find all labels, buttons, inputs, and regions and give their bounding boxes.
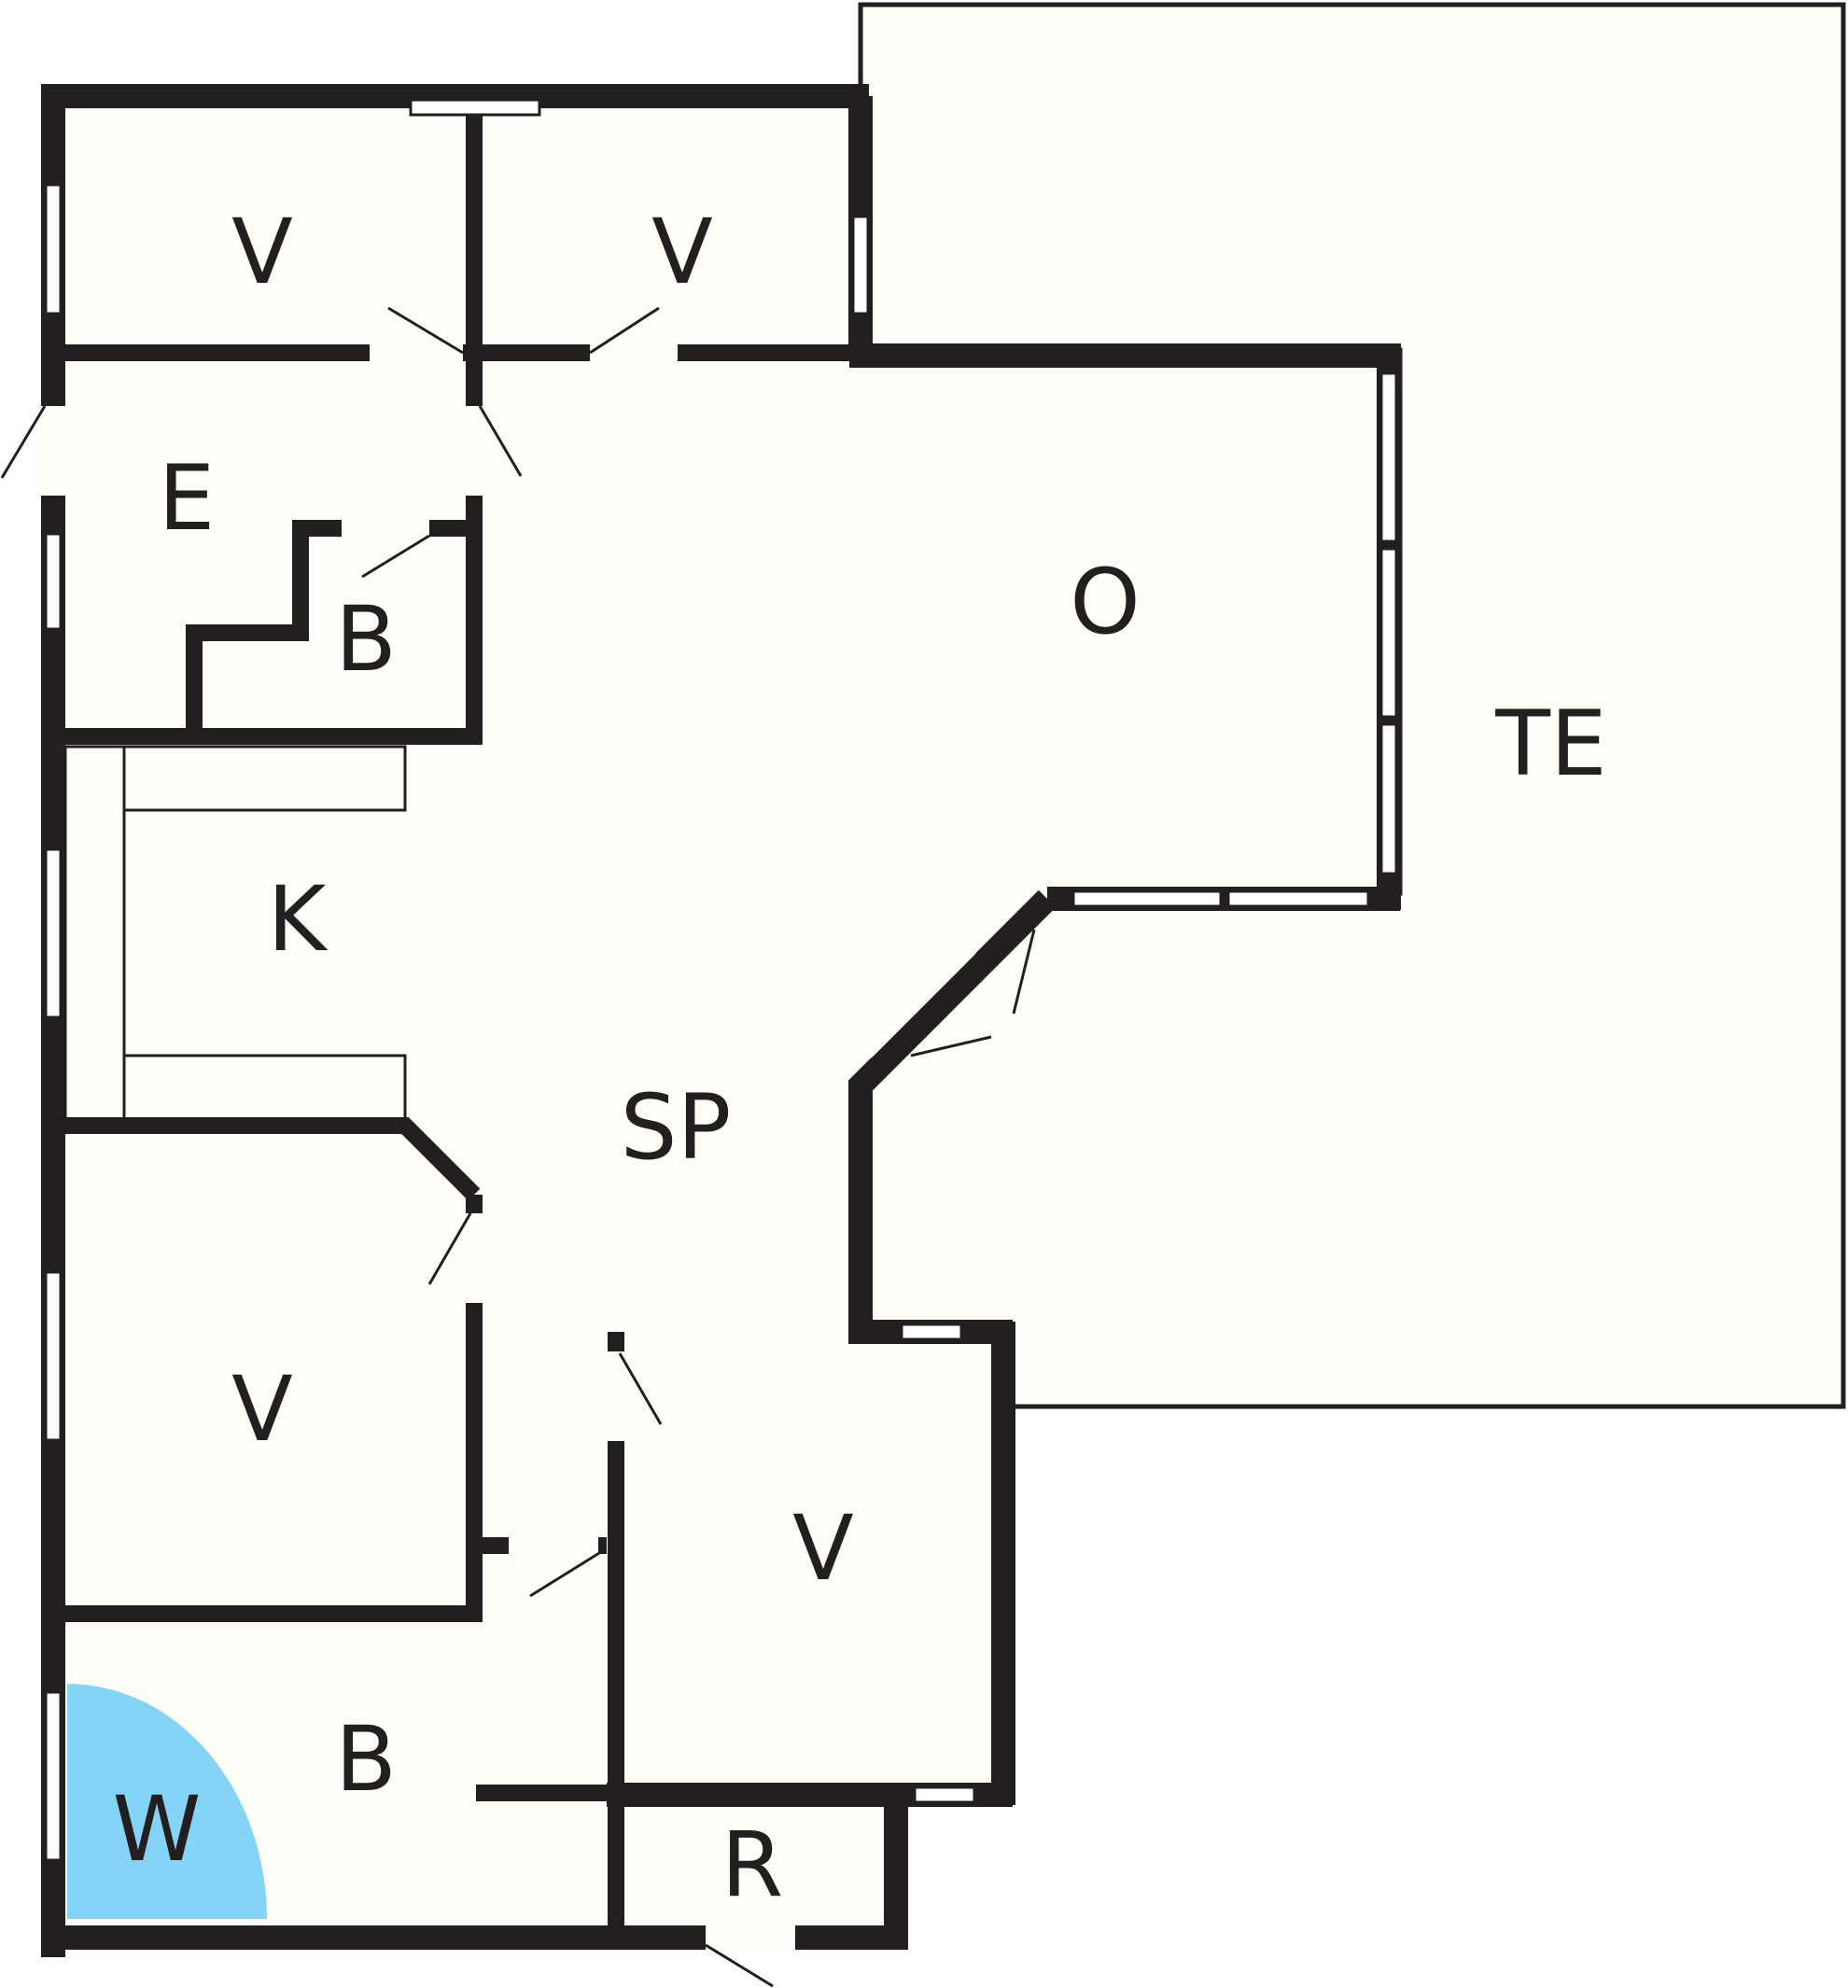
label-storage: R bbox=[721, 1813, 784, 1917]
counter-side bbox=[63, 745, 126, 1122]
label-bedroom-top-right: V bbox=[651, 200, 713, 304]
wall-kitchen-bottom bbox=[51, 1117, 481, 1201]
window-living-2 bbox=[1379, 547, 1398, 719]
label-bath-large: B bbox=[335, 1707, 397, 1812]
door-gap-terrace bbox=[851, 933, 976, 1058]
door-leaves bbox=[0, 306, 1036, 1988]
window-left-2 bbox=[44, 532, 63, 631]
door-leaf-terrace-a bbox=[1012, 929, 1036, 1015]
window-living-1 bbox=[1379, 371, 1398, 543]
shower-area bbox=[67, 1684, 267, 1919]
windows bbox=[44, 98, 1398, 1862]
label-hall: SP bbox=[621, 1075, 732, 1180]
label-bath-small: B bbox=[335, 587, 397, 692]
window-left-4 bbox=[44, 1270, 63, 1442]
window-left-1 bbox=[44, 183, 63, 315]
kitchen-counters bbox=[63, 745, 407, 1122]
door-leaf-entry-hall bbox=[478, 405, 523, 477]
door-gap-bed-ml bbox=[465, 1213, 483, 1303]
door-gap-bed-tr bbox=[590, 343, 678, 362]
door-leaf-bath-large bbox=[529, 1551, 600, 1598]
label-bedroom-mid-right: V bbox=[792, 1496, 854, 1601]
door-leaf-entry-ext bbox=[0, 405, 47, 479]
counter-bottom bbox=[122, 1054, 407, 1122]
window-top bbox=[409, 98, 541, 117]
door-gap-bath-large bbox=[509, 1536, 598, 1555]
door-leaf-storage bbox=[705, 1943, 774, 1988]
door-gap-bed-mr bbox=[607, 1351, 625, 1441]
interior-floor bbox=[51, 105, 1400, 1950]
window-bed-mr-bottom bbox=[913, 1785, 976, 1804]
window-living-3 bbox=[1379, 722, 1398, 875]
label-kitchen: K bbox=[268, 867, 329, 972]
label-bedroom-top-left: V bbox=[231, 200, 293, 304]
door-gap-entry-hall bbox=[465, 406, 483, 496]
door-gap-storage bbox=[706, 1923, 795, 1953]
door-openings bbox=[35, 343, 976, 1953]
door-leaf-bed-tl bbox=[387, 306, 464, 355]
door-leaf-bed-mr bbox=[618, 1352, 663, 1425]
wall-diagonal bbox=[848, 889, 1057, 1340]
window-left-5 bbox=[44, 1690, 63, 1862]
door-leaf-bath-small bbox=[361, 534, 430, 579]
label-bedroom-mid-left: V bbox=[231, 1357, 293, 1462]
label-shower: W bbox=[113, 1777, 202, 1882]
room-labels: V V E B O TE K SP V V B W R bbox=[113, 200, 1607, 1917]
window-living-bottom-2 bbox=[1226, 889, 1370, 908]
door-gap-bed-tl bbox=[370, 343, 463, 362]
label-entrance: E bbox=[159, 446, 216, 551]
counter-top bbox=[122, 745, 407, 812]
door-gap-entry-ext bbox=[35, 406, 68, 496]
door-leaf-bed-ml bbox=[427, 1212, 472, 1285]
window-living-bottom-1 bbox=[1071, 889, 1223, 908]
label-terrace: TE bbox=[1494, 692, 1606, 796]
door-gap-bath-small bbox=[342, 519, 429, 538]
label-living: O bbox=[1070, 550, 1141, 654]
door-leaf-terrace-b bbox=[910, 1035, 992, 1057]
window-bed-mr-top bbox=[900, 1323, 963, 1341]
door-leaf-bed-tr bbox=[589, 306, 660, 355]
window-left-3 bbox=[44, 847, 63, 1019]
window-tr-bed bbox=[851, 215, 870, 315]
